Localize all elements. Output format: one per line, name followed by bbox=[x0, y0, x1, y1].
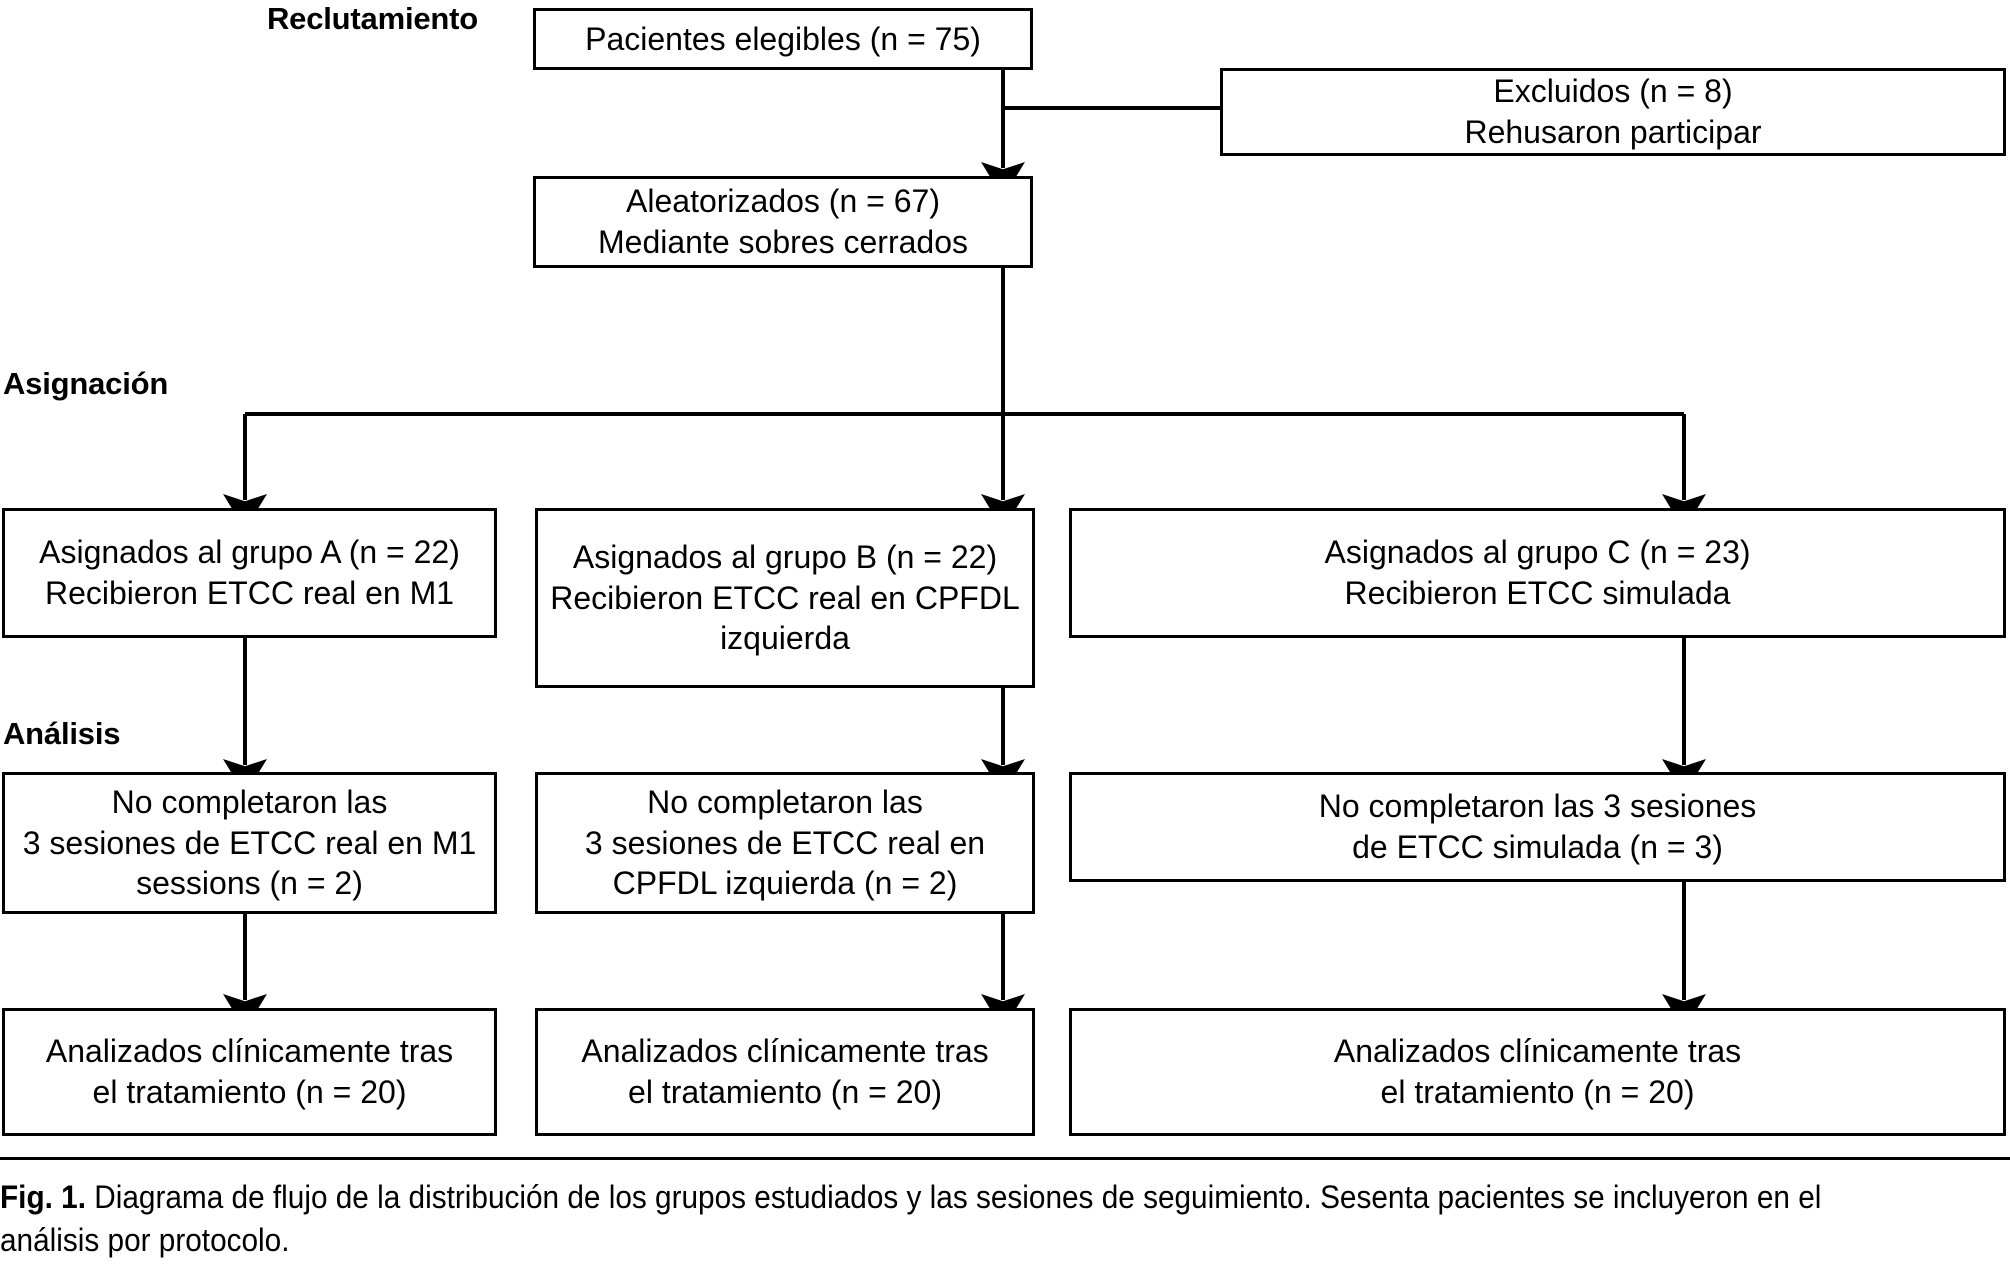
node-eligible-patients: Pacientes elegibles (n = 75) bbox=[533, 8, 1033, 70]
node-group-b-analysis-text: Analizados clínicamente tras el tratamie… bbox=[581, 1033, 989, 1110]
node-randomized: Aleatorizados (n = 67) Mediante sobres c… bbox=[533, 176, 1033, 268]
figure-caption-text: Diagrama de flujo de la distribución de … bbox=[0, 1179, 1822, 1258]
node-group-a-followup: No completaron las 3 sesiones de ETCC re… bbox=[2, 772, 497, 914]
figure-caption-label: Fig. 1. bbox=[0, 1179, 86, 1215]
node-excluded: Excluidos (n = 8) Rehusaron participar bbox=[1220, 68, 2006, 156]
node-group-a-allocation-text: Asignados al grupo A (n = 22) Recibieron… bbox=[39, 534, 460, 611]
node-group-a-analysis: Analizados clínicamente tras el tratamie… bbox=[2, 1008, 497, 1136]
node-group-c-analysis: Analizados clínicamente tras el tratamie… bbox=[1069, 1008, 2006, 1136]
node-group-c-followup: No completaron las 3 sesiones de ETCC si… bbox=[1069, 772, 2006, 882]
node-group-a-allocation: Asignados al grupo A (n = 22) Recibieron… bbox=[2, 508, 497, 638]
node-randomized-text: Aleatorizados (n = 67) Mediante sobres c… bbox=[598, 183, 968, 260]
node-excluded-text: Excluidos (n = 8) Rehusaron participar bbox=[1464, 73, 1762, 150]
node-group-c-analysis-text: Analizados clínicamente tras el tratamie… bbox=[1333, 1033, 1742, 1110]
caption-divider bbox=[0, 1157, 2010, 1160]
node-group-b-allocation: Asignados al grupo B (n = 22) Recibieron… bbox=[535, 508, 1035, 688]
node-group-b-followup: No completaron las 3 sesiones de ETCC re… bbox=[535, 772, 1035, 914]
node-group-c-followup-text: No completaron las 3 sesiones de ETCC si… bbox=[1318, 788, 1757, 865]
node-eligible-patients-text: Pacientes elegibles (n = 75) bbox=[585, 20, 981, 57]
node-group-a-analysis-text: Analizados clínicamente tras el tratamie… bbox=[45, 1033, 454, 1110]
node-group-b-allocation-text: Asignados al grupo B (n = 22) Recibieron… bbox=[550, 538, 1020, 657]
node-group-c-allocation-text: Asignados al grupo C (n = 23) Recibieron… bbox=[1324, 534, 1751, 611]
node-group-c-allocation: Asignados al grupo C (n = 23) Recibieron… bbox=[1069, 508, 2006, 638]
figure-caption: Fig. 1. Diagrama de flujo de la distribu… bbox=[0, 1176, 1860, 1261]
stage-label-asignacion: Asignación bbox=[3, 366, 169, 401]
node-group-b-analysis: Analizados clínicamente tras el tratamie… bbox=[535, 1008, 1035, 1136]
node-group-a-followup-text: No completaron las 3 sesiones de ETCC re… bbox=[22, 783, 477, 902]
stage-label-analisis: Análisis bbox=[3, 716, 121, 751]
node-group-b-followup-text: No completaron las 3 sesiones de ETCC re… bbox=[584, 783, 986, 902]
stage-label-reclutamiento: Reclutamiento bbox=[267, 1, 478, 36]
